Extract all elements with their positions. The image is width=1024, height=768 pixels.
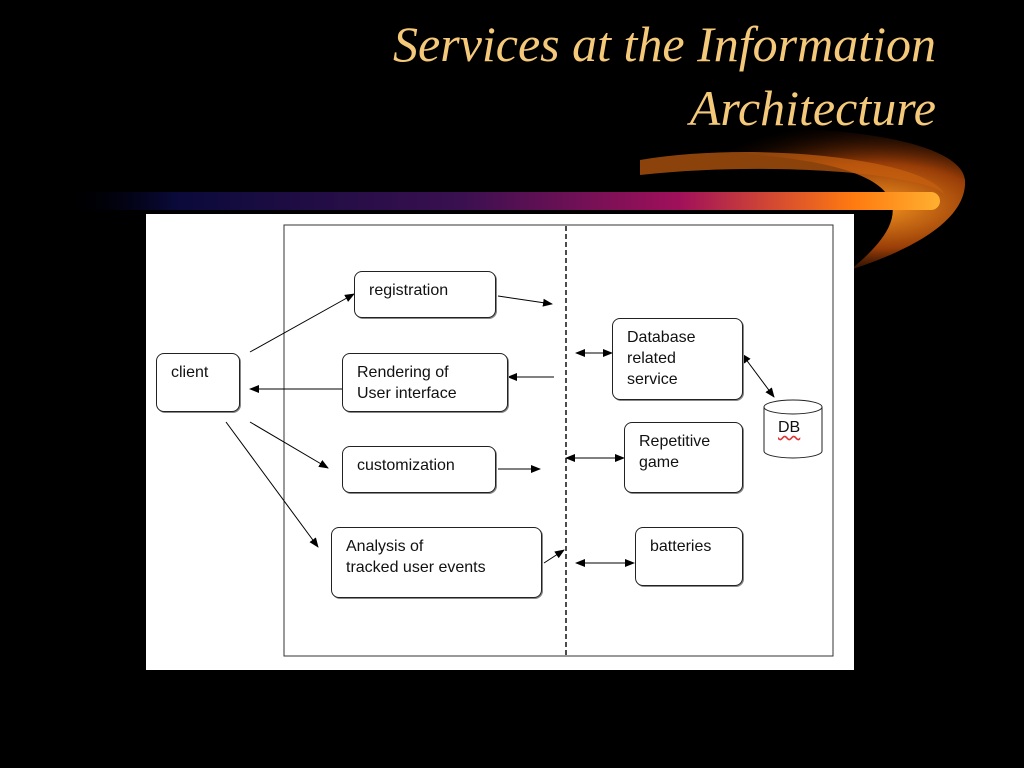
customization-box: customization <box>342 446 496 493</box>
arrow-client-registration <box>249 293 355 353</box>
client-label: client <box>171 364 209 381</box>
arrow-client-customization <box>249 421 329 469</box>
customization-label: customization <box>357 457 455 474</box>
analysis-box: Analysis of tracked user events <box>331 527 542 598</box>
registration-box: registration <box>354 271 496 318</box>
arrow-analysis-out <box>543 549 565 564</box>
arrow-registration-out <box>497 295 553 307</box>
architecture-diagram: client registration Rendering of User in… <box>146 214 854 670</box>
database-service-box: Database related service <box>612 318 743 400</box>
client-box: client <box>156 353 240 412</box>
slide-title: Services at the Information Architecture <box>176 12 936 140</box>
registration-label: registration <box>369 282 449 299</box>
analysis-label: Analysis of tracked user events <box>346 538 486 576</box>
decorative-swoosh <box>70 128 966 270</box>
database-service-label: Database related service <box>627 329 696 388</box>
batteries-box: batteries <box>635 527 743 586</box>
repetitive-game-box: Repetitive game <box>624 422 743 493</box>
rendering-box: Rendering of User interface <box>342 353 508 412</box>
arrow-service-db <box>741 353 775 398</box>
slide-title-line-1: Services at the Information <box>393 16 936 72</box>
batteries-label: batteries <box>650 538 712 555</box>
server-boundary <box>283 224 834 657</box>
slide-title-line-2: Architecture <box>689 80 936 136</box>
rendering-label: Rendering of User interface <box>357 364 457 402</box>
db-label: DB <box>778 419 801 436</box>
arrow-client-analysis <box>225 421 319 548</box>
diagram-connectors <box>225 224 834 657</box>
repetitive-game-label: Repetitive game <box>639 433 711 471</box>
db-cylinder <box>763 399 823 459</box>
